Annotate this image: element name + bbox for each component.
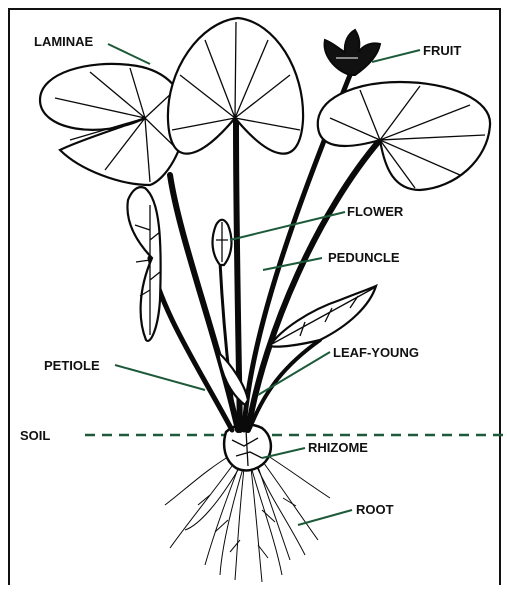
leader-peduncle: [263, 258, 322, 270]
leader-fruit: [372, 50, 420, 62]
leader-petiole: [115, 365, 205, 390]
label-leaf-young: LEAF-YOUNG: [333, 345, 419, 360]
leaf-lamina-left: [40, 64, 185, 185]
label-soil: SOIL: [20, 428, 50, 443]
label-petiole: PETIOLE: [44, 358, 100, 373]
label-flower: FLOWER: [347, 204, 404, 219]
fruit: [325, 30, 380, 75]
flower-bud: [213, 220, 232, 265]
label-laminae: LAMINAE: [34, 34, 94, 49]
leaf-narrow-left: [127, 187, 160, 341]
label-root: ROOT: [356, 502, 394, 517]
leader-laminae: [108, 44, 150, 64]
leader-leaf-young: [258, 352, 330, 395]
label-rhizome: RHIZOME: [308, 440, 368, 455]
label-fruit: FRUIT: [423, 43, 461, 58]
label-peduncle: PEDUNCLE: [328, 250, 400, 265]
leaf-lamina-right: [318, 82, 490, 190]
leader-root: [298, 510, 352, 525]
